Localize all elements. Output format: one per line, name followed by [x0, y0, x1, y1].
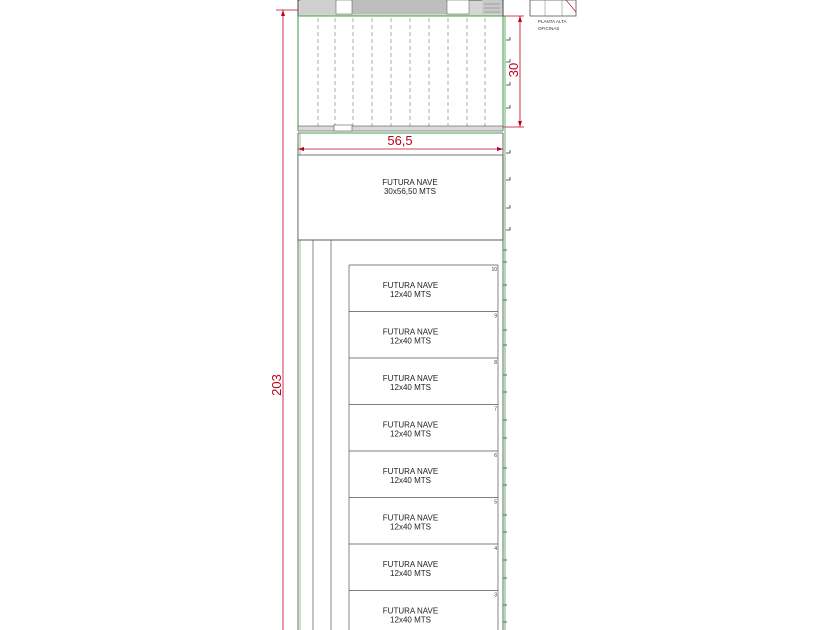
lot-title: FUTURA NAVE — [383, 467, 438, 476]
dimension-depth: 30 — [503, 15, 524, 128]
lot-number: 8 — [494, 360, 497, 366]
upper-floor-office-plan: PLANTA ALTA OFICINAS — [529, 0, 577, 31]
lot-title: FUTURA NAVE — [383, 607, 438, 616]
lot-size: 12x40 MTS — [390, 430, 431, 439]
lot-number: 6 — [494, 453, 497, 459]
dimension-width-label: 56,5 — [387, 133, 412, 148]
future-lot-large-size: 30x56,50 MTS — [384, 187, 436, 196]
dimension-total-length-label: 203 — [269, 374, 284, 396]
lot-size: 12x40 MTS — [390, 337, 431, 346]
lot-number: 4 — [494, 546, 497, 552]
upper-floor-label: PLANTA ALTA — [538, 19, 567, 24]
lot-number: 7 — [494, 407, 497, 413]
lot-size: 12x40 MTS — [390, 569, 431, 578]
lot-size: 12x40 MTS — [390, 383, 431, 392]
site-right-boundary — [502, 16, 511, 630]
offices-label: OFICINAS — [538, 26, 559, 31]
access-road — [298, 239, 503, 630]
warehouse-building — [297, 15, 504, 134]
lot-number: 5 — [494, 500, 497, 506]
lot-title: FUTURA NAVE — [383, 560, 438, 569]
lot-title: FUTURA NAVE — [383, 328, 438, 337]
lot-title: FUTURA NAVE — [383, 421, 438, 430]
lot-title: FUTURA NAVE — [383, 514, 438, 523]
lot-number: 9 — [494, 314, 497, 320]
dimension-width: 56,5 — [298, 133, 503, 151]
lot-size: 12x40 MTS — [390, 616, 431, 625]
lot-size: 12x40 MTS — [390, 523, 431, 532]
dimension-total-length: 203 — [269, 9, 298, 630]
lot-title: FUTURA NAVE — [383, 281, 438, 290]
lot-number: 3 — [494, 593, 497, 599]
lot-size: 12x40 MTS — [390, 476, 431, 485]
dimension-depth-label: 30 — [506, 63, 521, 77]
future-lot-large: FUTURA NAVE 30x56,50 MTS — [297, 154, 504, 241]
future-lot-large-title: FUTURA NAVE — [382, 178, 437, 187]
existing-building-top — [297, 0, 504, 17]
lot-title: FUTURA NAVE — [383, 374, 438, 383]
lot-size: 12x40 MTS — [390, 290, 431, 299]
lot-number: 10 — [491, 267, 497, 273]
